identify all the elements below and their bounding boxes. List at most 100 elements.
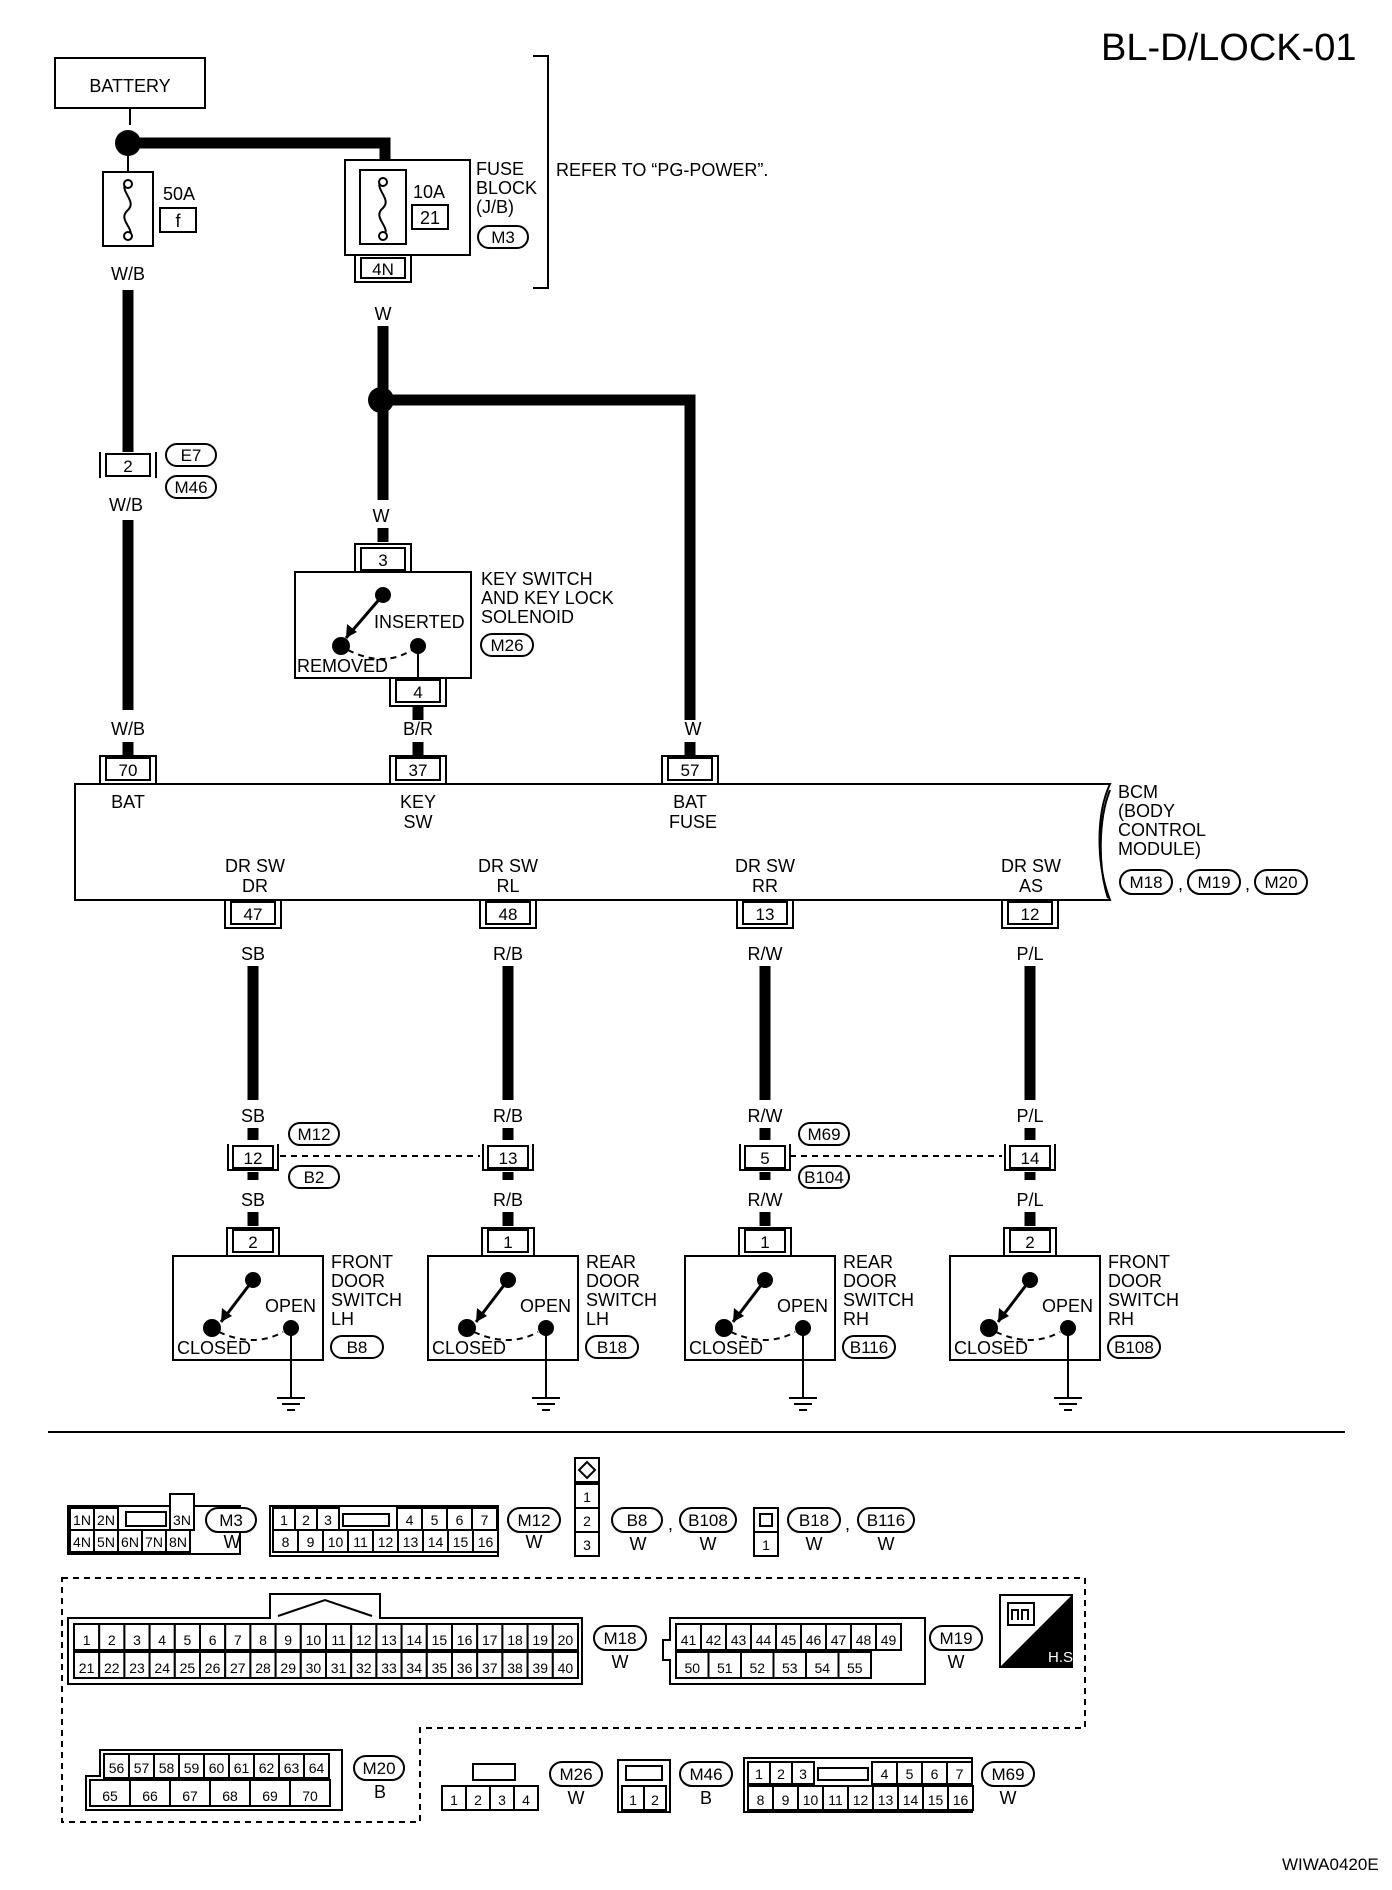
m18-pin-34: 34	[406, 1660, 422, 1676]
wire-color-joint-out-3: R/W	[748, 1190, 783, 1210]
m18-pin-4: 4	[158, 1632, 166, 1648]
svg-text:,: ,	[1178, 874, 1183, 894]
m18-pin-14: 14	[406, 1632, 422, 1648]
m12-view-color: W	[526, 1532, 543, 1552]
wire-color-w-3: W	[685, 719, 702, 739]
m12-pin-2: 2	[302, 1512, 310, 1528]
bcm-pin-48: 48	[499, 905, 518, 924]
m69-pin-1: 1	[755, 1766, 763, 1782]
m20-pin-56: 56	[109, 1760, 125, 1776]
b116-view-color: W	[878, 1534, 895, 1554]
m69-pin-9: 9	[782, 1792, 790, 1808]
m20-pin-62: 62	[259, 1760, 275, 1776]
closed-label-4: CLOSED	[954, 1338, 1028, 1358]
m18-pin-1: 1	[83, 1632, 91, 1648]
m26-pin-3: 3	[498, 1792, 506, 1808]
svg-text:,: ,	[668, 1514, 673, 1534]
wire-color-joint-in-3: R/W	[748, 1106, 783, 1126]
wire-color-br: B/R	[403, 719, 433, 739]
m3-pin-3N: 3N	[173, 1512, 191, 1528]
bcm-label-drsw-1: DR SW	[225, 856, 285, 876]
m20-pin-60: 60	[209, 1760, 225, 1776]
b108-view-color: W	[700, 1534, 717, 1554]
m69-pin-12: 12	[853, 1792, 869, 1808]
wire-color-joint-out-1: SB	[241, 1190, 265, 1210]
m18-pin-16: 16	[457, 1632, 473, 1648]
door-switch-connector-4: B108	[1114, 1338, 1154, 1357]
door-switch-name-4-2: DOOR	[1108, 1271, 1162, 1291]
wire-color-w-2: W	[373, 506, 390, 526]
m18-pin-19: 19	[532, 1632, 548, 1648]
m18-pin-33: 33	[381, 1660, 397, 1676]
door-switch-circuit-3: R/WR/W5R/W1OPENCLOSEDREARDOORSWITCHRHB11…	[684, 944, 914, 1411]
bcm-connector-frame	[61, 1577, 1086, 1823]
m20-pin-68: 68	[222, 1788, 238, 1804]
wire-color-w-1: W	[375, 304, 392, 324]
wire-color-bcm-out-2: R/B	[493, 944, 523, 964]
bcm-name-4: MODULE)	[1118, 839, 1201, 859]
m18-pin-22: 22	[104, 1660, 120, 1676]
m3-pin-2N: 2N	[97, 1512, 115, 1528]
key-switch-name-3: SOLENOID	[481, 607, 574, 627]
door-circuits: SBSB12SB2OPENCLOSEDFRONTDOORSWITCHLHB8R/…	[172, 944, 1179, 1411]
b18-view-color: W	[806, 1534, 823, 1554]
fuse-block: 10A 21 4N FUSE BLOCK (J/B) M3 REFER TO “…	[344, 55, 768, 289]
connector-b2-label: B2	[304, 1168, 325, 1187]
m12-pin-5: 5	[431, 1512, 439, 1528]
page-title: BL-D/LOCK-01	[1101, 27, 1357, 69]
battery: BATTERY	[54, 57, 206, 109]
m12-pin-12: 12	[378, 1534, 394, 1550]
m19-pin-50: 50	[684, 1660, 700, 1676]
door-switch-name-1-4: LH	[331, 1309, 354, 1329]
m3-pin-8N: 8N	[169, 1534, 187, 1550]
battery-label: BATTERY	[89, 76, 170, 96]
m18-pin-12: 12	[356, 1632, 372, 1648]
m19-pin-53: 53	[782, 1660, 798, 1676]
m18-pin-36: 36	[457, 1660, 473, 1676]
b108-view-id: B108	[688, 1511, 728, 1530]
m19-pin-49: 49	[881, 1632, 897, 1648]
svg-text:,: ,	[1245, 874, 1250, 894]
m18-pin-31: 31	[331, 1660, 347, 1676]
m46-view-id: M46	[689, 1765, 722, 1784]
m18-pin-29: 29	[280, 1660, 296, 1676]
m18-pin-6: 6	[209, 1632, 217, 1648]
fuse-10a-number: 21	[420, 208, 440, 228]
closed-label-2: CLOSED	[432, 1338, 506, 1358]
door-switch-pin-1: 2	[248, 1233, 257, 1252]
m19-pin-45: 45	[781, 1632, 797, 1648]
door-switch-name-3-2: DOOR	[843, 1271, 897, 1291]
joint-connector-m69-b104: M69 B104	[790, 1122, 1002, 1189]
m19-pin-44: 44	[756, 1632, 772, 1648]
b8-pin-2: 2	[583, 1513, 591, 1529]
m12-pin-1: 1	[280, 1512, 288, 1528]
fusible-link-50a: 50A f	[102, 156, 197, 247]
bcm-bottom-pin-48: DR SW RL 48	[478, 856, 538, 929]
b8-pin-1: 1	[583, 1489, 591, 1505]
m12-pin-9: 9	[307, 1534, 315, 1550]
m69-pin-5: 5	[906, 1766, 914, 1782]
wire-color-joint-out-4: P/L	[1016, 1190, 1043, 1210]
m18-pin-2: 2	[108, 1632, 116, 1648]
connector-m46-label: M46	[174, 478, 207, 497]
bcm-name-2: (BODY	[1118, 801, 1175, 821]
m12-pin-6: 6	[456, 1512, 464, 1528]
m19-pin-42: 42	[706, 1632, 722, 1648]
wire-color-bcm-out-3: R/W	[748, 944, 783, 964]
connector-m3-label: M3	[491, 228, 515, 247]
fuse-50a-amps: 50A	[163, 184, 195, 204]
bcm-pin-47: 47	[244, 905, 263, 924]
key-removed-label: REMOVED	[297, 656, 388, 676]
bcm-pin-70: 70	[119, 761, 138, 780]
m19-view-color: W	[948, 1652, 965, 1672]
m18-pin-23: 23	[129, 1660, 145, 1676]
splice-battery	[115, 130, 141, 156]
wire-color-joint-in-2: R/B	[493, 1106, 523, 1126]
